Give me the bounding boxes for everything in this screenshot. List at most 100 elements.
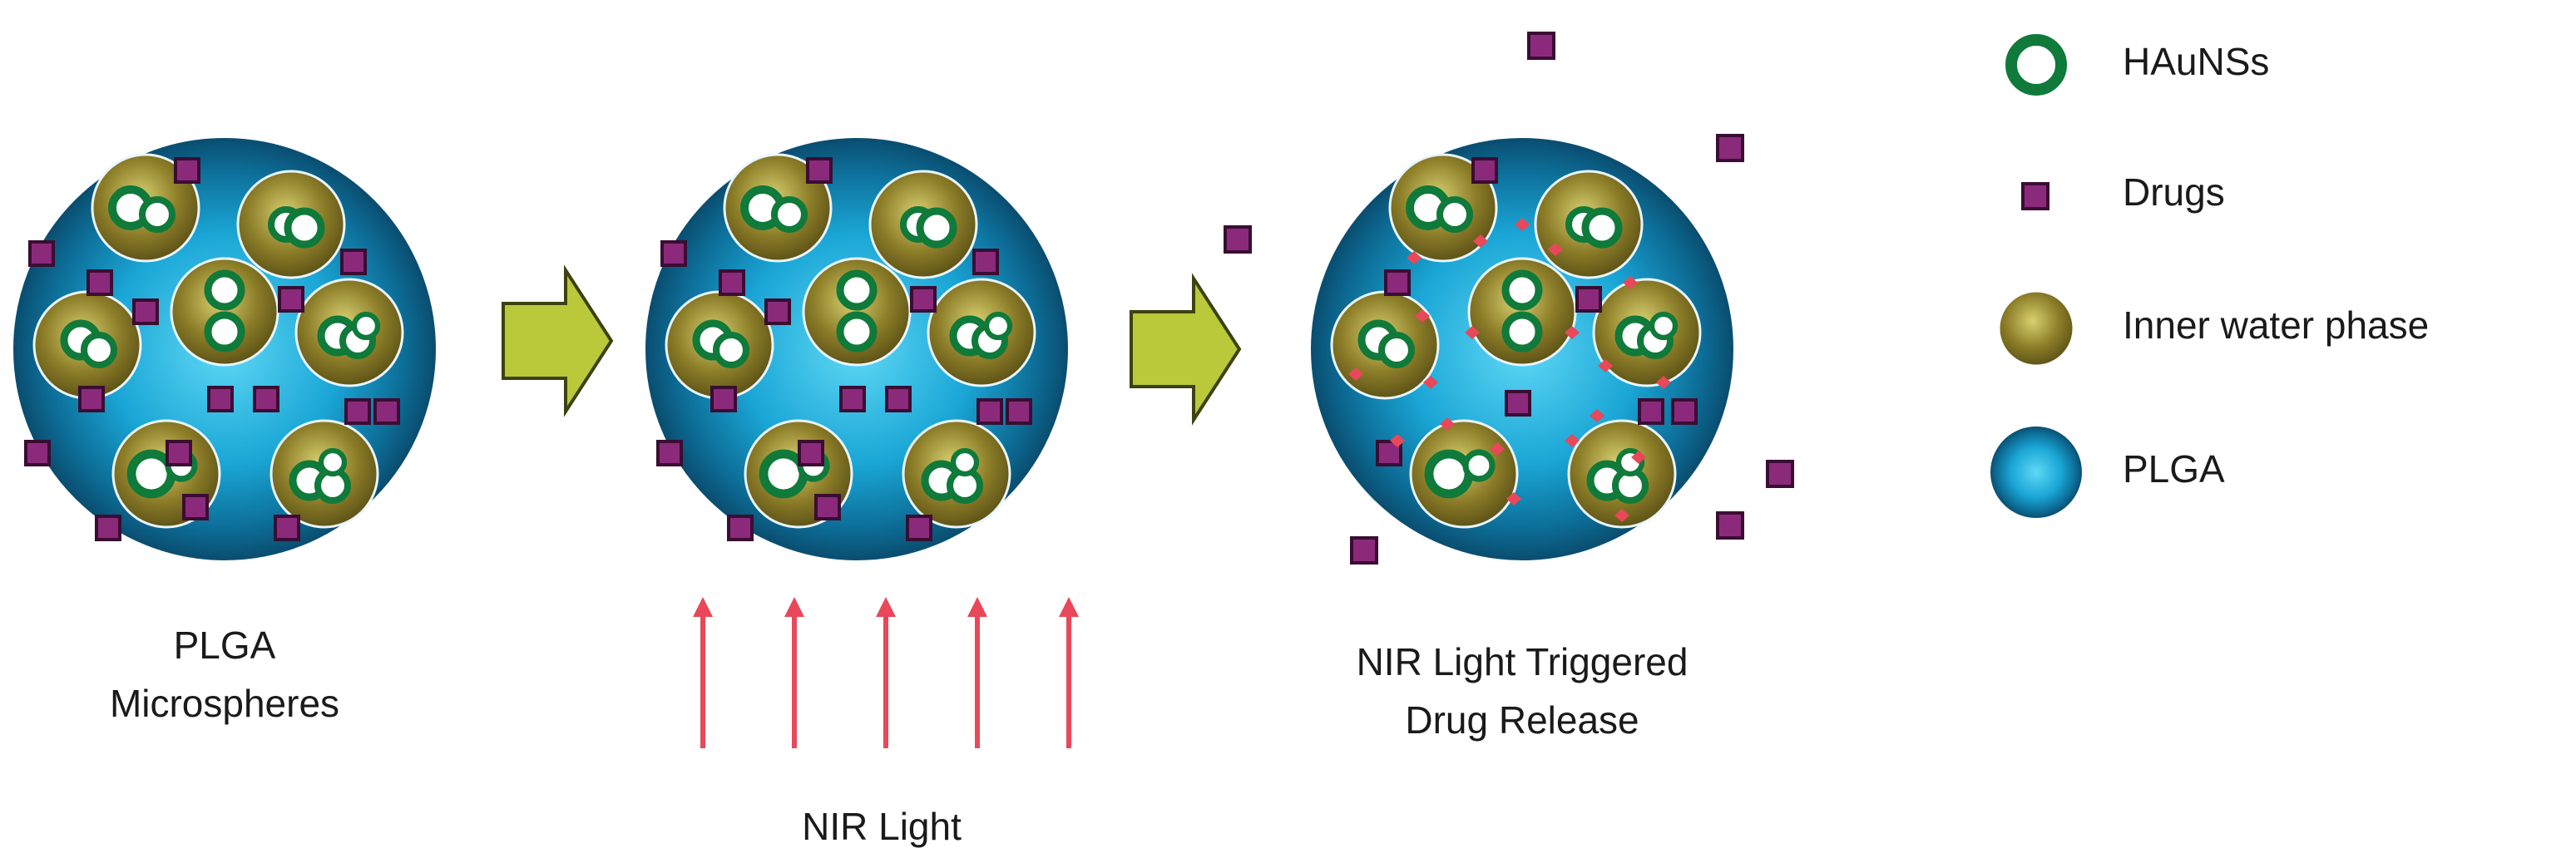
- caption-stage3-line2: Drug Release: [1405, 698, 1639, 742]
- released-drugs: [1224, 32, 1794, 565]
- drug-square: [253, 386, 279, 412]
- hausns-shell: [1501, 269, 1543, 311]
- hausns-shell: [1377, 331, 1416, 369]
- drug-square: [274, 515, 300, 541]
- hausns-shell: [983, 311, 1013, 341]
- hausns-shell: [1581, 207, 1623, 249]
- legend-item-water: Inner water phase: [1997, 289, 2429, 367]
- drug-square: [132, 298, 159, 325]
- drug-square: [798, 440, 824, 466]
- nir-light-arrows: [693, 597, 1079, 748]
- drug-square: [885, 386, 912, 412]
- release-mark: [1390, 434, 1405, 447]
- hausns-shell: [836, 311, 878, 353]
- drug-square: [78, 386, 105, 412]
- drug-square: [727, 515, 754, 541]
- drug-square: [1350, 536, 1378, 565]
- release-mark: [1515, 218, 1530, 231]
- hausns-shell: [916, 207, 957, 249]
- drug-square: [340, 249, 367, 275]
- legend-label-drugs: Drugs: [2123, 170, 2225, 214]
- stage3-microsphere: [1311, 138, 1733, 560]
- drug-square: [24, 440, 51, 466]
- legend-item-drugs: Drugs: [2021, 170, 2225, 214]
- hausns-shell: [1424, 449, 1474, 499]
- hausns-shell: [1436, 195, 1474, 234]
- drug-square: [660, 240, 687, 267]
- stage1-microsphere: [13, 138, 436, 560]
- caption-stage1-line2: Microspheres: [110, 682, 339, 725]
- release-mark: [1590, 409, 1604, 422]
- drug-square: [1224, 225, 1252, 254]
- drug-square: [1716, 511, 1744, 540]
- hausns-shell: [712, 331, 750, 369]
- drug-square: [278, 286, 304, 313]
- drug-square: [1671, 398, 1698, 425]
- hausns-shell: [770, 195, 808, 234]
- hausns-shell: [126, 449, 176, 499]
- inner-water-icon: [1997, 289, 2075, 367]
- legend-label-water: Inner water phase: [2123, 303, 2429, 347]
- hausns-shell: [351, 311, 381, 341]
- caption-stage3-line1: NIR Light Triggered: [1357, 640, 1688, 683]
- release-mark: [1598, 359, 1613, 372]
- hausns-icon: [2005, 34, 2067, 96]
- hausns-shell: [1462, 449, 1496, 482]
- hausns-shell: [1649, 311, 1679, 341]
- release-mark: [1623, 276, 1638, 289]
- hausns-shell: [204, 269, 245, 311]
- caption-stage1-line1: PLGA: [174, 624, 276, 667]
- release-mark: [1631, 451, 1646, 464]
- drug-square: [1575, 286, 1602, 313]
- drug-square: [972, 249, 999, 275]
- drug-square: [373, 398, 400, 425]
- drug-square: [87, 269, 113, 296]
- release-mark: [1440, 417, 1455, 431]
- drug-square: [1006, 398, 1032, 425]
- drug-square: [1638, 398, 1664, 425]
- legend-item-hausns: HAuNSs: [2005, 34, 2269, 96]
- release-mark: [1473, 234, 1488, 248]
- plga-icon: [1990, 427, 2082, 518]
- drug-square: [1471, 157, 1498, 184]
- drug-square: [166, 440, 192, 466]
- drug-square: [839, 386, 866, 412]
- release-mark: [1348, 367, 1363, 381]
- release-mark: [1490, 442, 1505, 456]
- hausns-shell: [318, 447, 348, 477]
- process-arrow-1: [502, 264, 614, 417]
- drug-square: [182, 494, 209, 520]
- drug-square: [910, 286, 937, 313]
- legend-label-hausns: HAuNSs: [2123, 40, 2269, 83]
- release-mark: [1656, 376, 1671, 389]
- caption-stage2: NIR Light: [802, 805, 962, 848]
- hausns-shell: [1501, 311, 1543, 353]
- drug-square: [906, 515, 932, 541]
- stage2-microsphere: [645, 138, 1068, 560]
- release-mark: [1423, 376, 1438, 389]
- drug-square: [28, 240, 55, 267]
- drug-square: [1527, 32, 1555, 60]
- drug-square: [977, 398, 1003, 425]
- release-mark: [1548, 243, 1563, 256]
- release-mark: [1614, 509, 1629, 522]
- drug-square: [1505, 390, 1531, 417]
- drug-square: [814, 494, 841, 520]
- release-mark: [1465, 326, 1480, 339]
- drug-square: [95, 515, 121, 541]
- drug-square: [806, 157, 833, 184]
- hausns-shell: [138, 195, 176, 234]
- drug-square: [764, 298, 791, 325]
- release-mark: [1506, 492, 1521, 505]
- drug-square: [174, 157, 200, 184]
- hausns-shell: [80, 331, 118, 369]
- drug-square: [656, 440, 683, 466]
- drug-square: [207, 386, 234, 412]
- release-mark: [1565, 326, 1580, 339]
- drug-square: [1384, 269, 1411, 296]
- legend-label-plga: PLGA: [2123, 447, 2225, 491]
- hausns-shell: [759, 449, 808, 499]
- drug-square: [1716, 134, 1744, 162]
- legend: HAuNSs Drugs Inner water phase PLGA: [1990, 34, 2429, 518]
- release-mark: [1565, 434, 1580, 447]
